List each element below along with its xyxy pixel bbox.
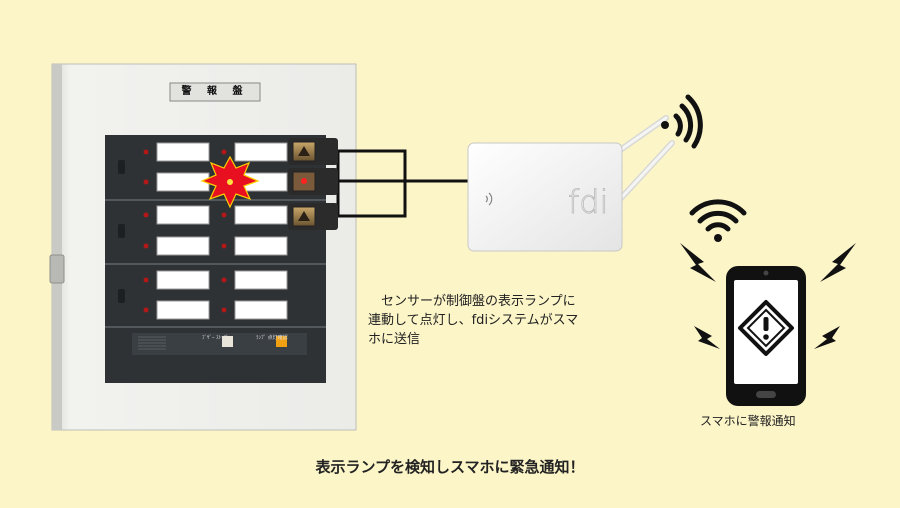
headline: 表示ランプを検知しスマホに緊急通知！: [315, 458, 585, 476]
indicator-led: [143, 149, 149, 155]
lightning-icon: [680, 243, 716, 282]
lamp-sensor: [288, 203, 338, 230]
indicator-led: [221, 212, 227, 218]
phone-caption: スマホに警報通知: [700, 414, 796, 428]
indicator-led: [221, 277, 227, 283]
panel-plate: [169, 82, 261, 102]
indicator-led: [143, 277, 149, 283]
lamp-label-window: [234, 270, 288, 290]
lamp-label-window: [156, 300, 210, 320]
indicator-led: [143, 179, 149, 185]
indicator-led: [221, 243, 227, 249]
lamp-sensors: [288, 138, 338, 230]
indicator-led: [143, 212, 149, 218]
lamp-label-window: [156, 270, 210, 290]
lamp-label-window: [156, 236, 210, 256]
lamp-label-window: [156, 205, 210, 225]
indicator-led: [143, 307, 149, 313]
panel-plate-label: 警 報 盤: [181, 86, 249, 97]
device-brand: fdi: [568, 183, 608, 221]
lightning-icons: [680, 243, 856, 349]
warning-diamond-icon: [738, 300, 794, 356]
lightning-icon: [814, 326, 840, 349]
description-text: センサーが制御盤の表示ランプに 連動して点灯し、fdiシステムがスマ ホに送信: [368, 294, 579, 347]
lamp-label-window: [234, 300, 288, 320]
lamp-test-button: [276, 336, 287, 347]
lamp-label-window: [156, 142, 210, 162]
hinge-icon: [49, 254, 65, 284]
lamp-label-window: [156, 172, 210, 192]
lamp-label-window: [234, 236, 288, 256]
indicator-led: [143, 243, 149, 249]
lamp-sensor-active: [288, 168, 338, 195]
buzzer-stop-button: [222, 336, 233, 347]
buzzer-stop-label: ﾌﾞｻﾞｰ ｽﾄｯﾌﾟ: [202, 335, 229, 341]
lightning-icon: [694, 326, 720, 349]
indicator-led: [221, 307, 227, 313]
smartphone: [726, 266, 806, 406]
lamp-sensor: [288, 138, 338, 165]
sensor-wires: [336, 149, 470, 218]
fdi-device: fdi: [467, 115, 675, 252]
lamp-label-window: [234, 205, 288, 225]
indicator-led: [221, 149, 227, 155]
lamp-label-window: [234, 142, 288, 162]
device-wifi-icon: [661, 94, 703, 149]
lamp-test-label: ﾗﾝﾌﾟ 点灯確認: [256, 335, 288, 341]
phone-wifi-icon: [689, 199, 747, 242]
lightning-icon: [820, 243, 856, 282]
nfc-icon: [485, 192, 493, 206]
speaker-grille: [138, 336, 166, 350]
control-panel: [49, 63, 357, 431]
